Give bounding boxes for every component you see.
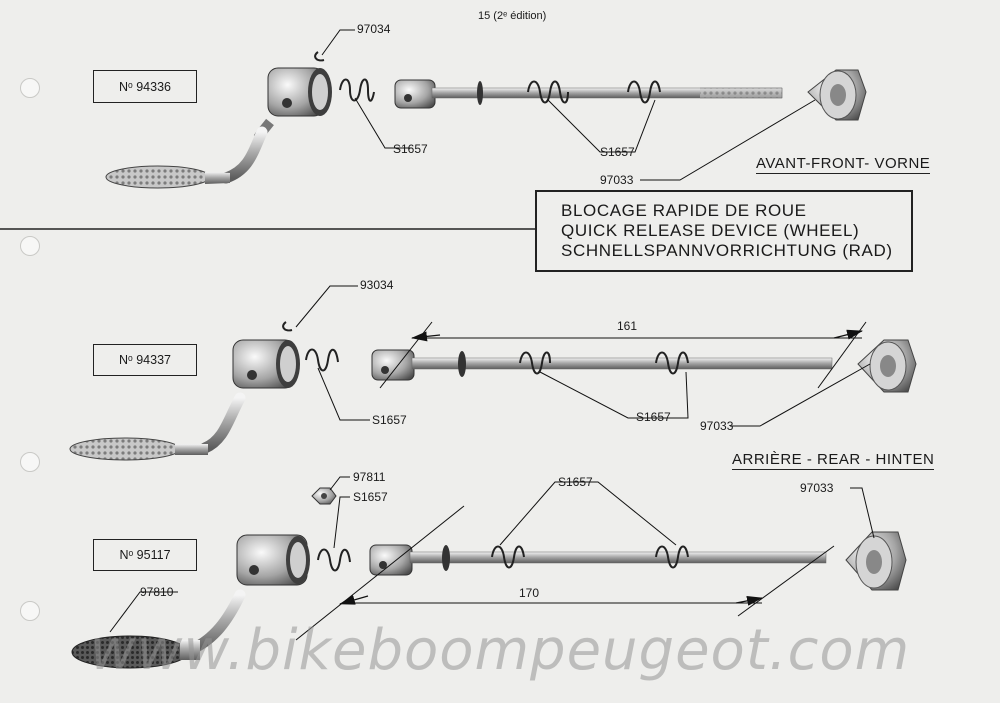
watermark: www.bikeboompeugeot.com — [89, 618, 911, 683]
binder-hole — [20, 78, 40, 98]
rear-nut — [857, 339, 917, 393]
leader-line — [354, 97, 412, 149]
leader-line — [333, 496, 350, 549]
leader-line — [109, 591, 178, 633]
rear2-lever-spring — [317, 548, 351, 572]
binder-hole — [20, 601, 40, 621]
part-label: S1657 — [558, 475, 593, 489]
part-label: S1657 — [353, 490, 388, 504]
page-number: 15 (2ᵉ édition) — [478, 10, 547, 22]
dimension-label: 170 — [519, 586, 540, 600]
part-label: S1657 — [372, 413, 407, 427]
title-line-de: SCHNELLSPANNVORRICHTUNG (RAD) — [561, 241, 893, 260]
leader-line — [321, 29, 355, 56]
front-cam-body — [267, 67, 332, 117]
part-label: S1657 — [636, 410, 671, 424]
part-label: 97811 — [353, 470, 386, 484]
leader-line — [295, 285, 358, 328]
front-clip — [314, 51, 325, 62]
rear2-cam-body — [236, 534, 310, 586]
part-label: 97034 — [357, 22, 391, 36]
leader-line — [850, 487, 875, 539]
rear-axle — [371, 349, 833, 381]
leader-line — [499, 481, 677, 546]
rear2-nut — [845, 531, 907, 591]
binder-hole — [20, 236, 40, 256]
model-number-box: Nᵒ 95117 — [93, 539, 197, 571]
rear-lever-spring — [305, 348, 339, 372]
leader-line — [317, 367, 370, 421]
part-label: 97033 — [800, 481, 834, 495]
rear-cam-body — [232, 339, 300, 389]
front-lever — [105, 118, 274, 189]
front-lever-spring — [339, 78, 375, 102]
small-nut — [311, 487, 337, 505]
rear-clip — [282, 321, 293, 332]
leader-line — [640, 99, 816, 181]
part-label: S1657 — [600, 145, 635, 159]
part-label: S1657 — [393, 142, 428, 156]
section-front-heading: AVANT-FRONT- VORNE — [756, 155, 931, 174]
part-label: 97810 — [140, 585, 174, 599]
leader-line — [539, 371, 689, 419]
part-label: 97033 — [700, 419, 734, 433]
leader-line — [730, 363, 871, 427]
front-axle — [394, 79, 783, 109]
rear-lever — [69, 392, 246, 461]
title-box: BLOCAGE RAPIDE DE ROUE QUICK RELEASE DEV… — [535, 190, 913, 272]
section-rear-heading: ARRIÈRE - REAR - HINTEN — [732, 451, 935, 470]
rear2-lever — [71, 589, 246, 669]
front-nut — [807, 69, 867, 121]
leader-line — [329, 476, 350, 491]
part-label: 97033 — [600, 173, 634, 187]
leader-line — [547, 99, 656, 153]
binder-hole — [20, 452, 40, 472]
part-label: 93034 — [360, 278, 394, 292]
title-line-fr: BLOCAGE RAPIDE DE ROUE — [561, 201, 807, 220]
model-number-box: Nᵒ 94336 — [93, 70, 197, 103]
title-line-en: QUICK RELEASE DEVICE (WHEEL) — [561, 221, 860, 240]
dimension-label: 161 — [617, 319, 638, 333]
model-number-box: Nᵒ 94337 — [93, 344, 197, 376]
rear2-axle — [369, 544, 827, 576]
